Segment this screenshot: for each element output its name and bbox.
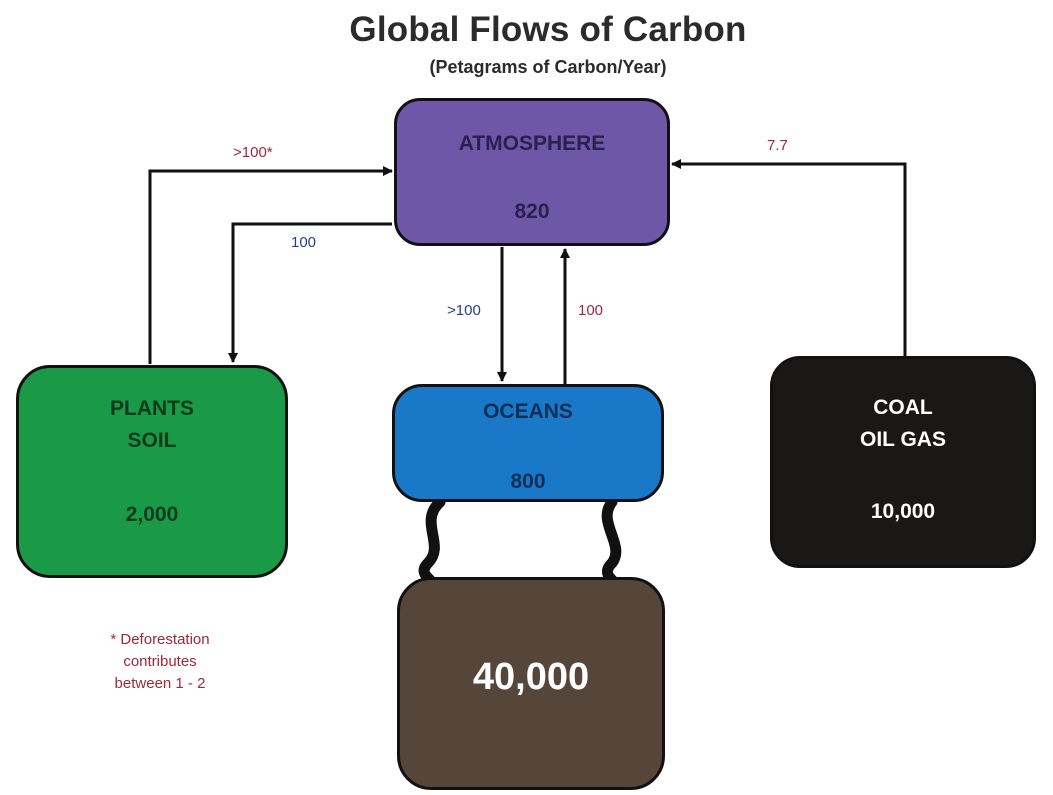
fossil-value: 10,000 [870,500,936,523]
plants-soil-value: 2,000 [125,503,179,526]
oceans-box: OCEANS 800 [392,384,664,502]
flow-label-oceans-to-atmosphere: 100 [578,302,604,319]
oil-gas-label: OIL GAS [860,428,946,451]
diagram-title: Global Flows of Carbon [349,10,747,49]
atmosphere-box: ATMOSPHERE 820 [394,98,670,246]
diagram-subtitle: (Petagrams of Carbon/Year) [429,57,667,77]
ocean-connector-left [418,496,446,586]
deforestation-footnote: * Deforestation contributes between 1 - … [70,629,250,695]
atmosphere-label: ATMOSPHERE [458,132,606,155]
flow-label-plants-to-atmosphere: >100* [233,144,273,161]
footnote-line-1: * Deforestation [110,631,210,648]
oceans-label: OCEANS [483,400,573,423]
plants-soil-box: PLANTS SOIL 2,000 [16,365,288,578]
ocean-connector-right [601,496,622,586]
fossil-fuels-box: COAL OIL GAS 10,000 [770,356,1036,568]
oceans-value: 800 [510,470,546,493]
deep-ocean-box: 40,000 [397,577,665,790]
arrow-fossil-to-atmosphere [671,159,907,356]
arrow-atmosphere-to-plants [228,222,392,363]
soil-label: SOIL [127,429,177,452]
flow-label-fossil-to-atmosphere: 7.7 [767,137,788,154]
deep-ocean-value: 40,000 [472,656,590,698]
atmosphere-value: 820 [514,200,550,223]
flow-label-atmosphere-to-plants: 100 [291,234,317,251]
plants-label: PLANTS [110,397,194,420]
footnote-line-2: contributes [123,653,197,670]
coal-label: COAL [873,396,933,419]
arrow-plants-to-atmosphere [148,166,393,364]
footnote-line-3: between 1 - 2 [114,675,206,692]
flow-label-atmosphere-to-oceans: >100 [447,302,481,319]
